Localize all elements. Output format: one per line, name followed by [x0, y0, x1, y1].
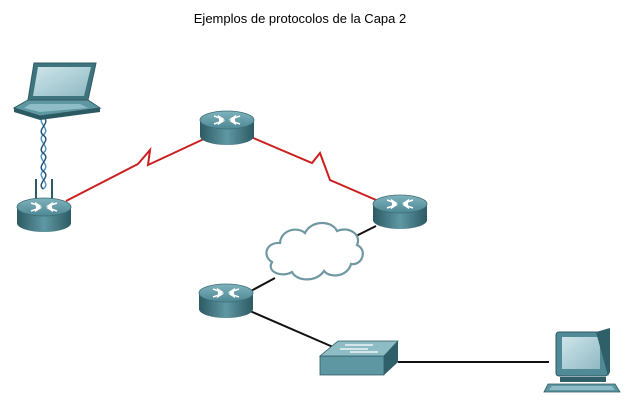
- router-top-icon: [199, 110, 255, 146]
- ethernet-link-cloud-router: [248, 277, 276, 293]
- diagram-title: Ejemplos de protocolos de la Capa 2: [193, 11, 407, 26]
- wireless-router-icon: [16, 179, 72, 233]
- cloud-icon: [265, 221, 364, 281]
- wireless-link: [40, 116, 47, 190]
- desktop-pc-icon: [543, 328, 621, 393]
- switch-icon: [318, 340, 399, 376]
- router-right-icon: [372, 194, 428, 230]
- serial-link-left: [65, 137, 207, 202]
- ethernet-link-router-cloud: [353, 225, 377, 238]
- laptop-icon: [12, 62, 102, 120]
- ethernet-link-router-switch: [249, 310, 334, 348]
- router-bottom-icon: [198, 283, 254, 319]
- serial-link-right: [250, 136, 384, 204]
